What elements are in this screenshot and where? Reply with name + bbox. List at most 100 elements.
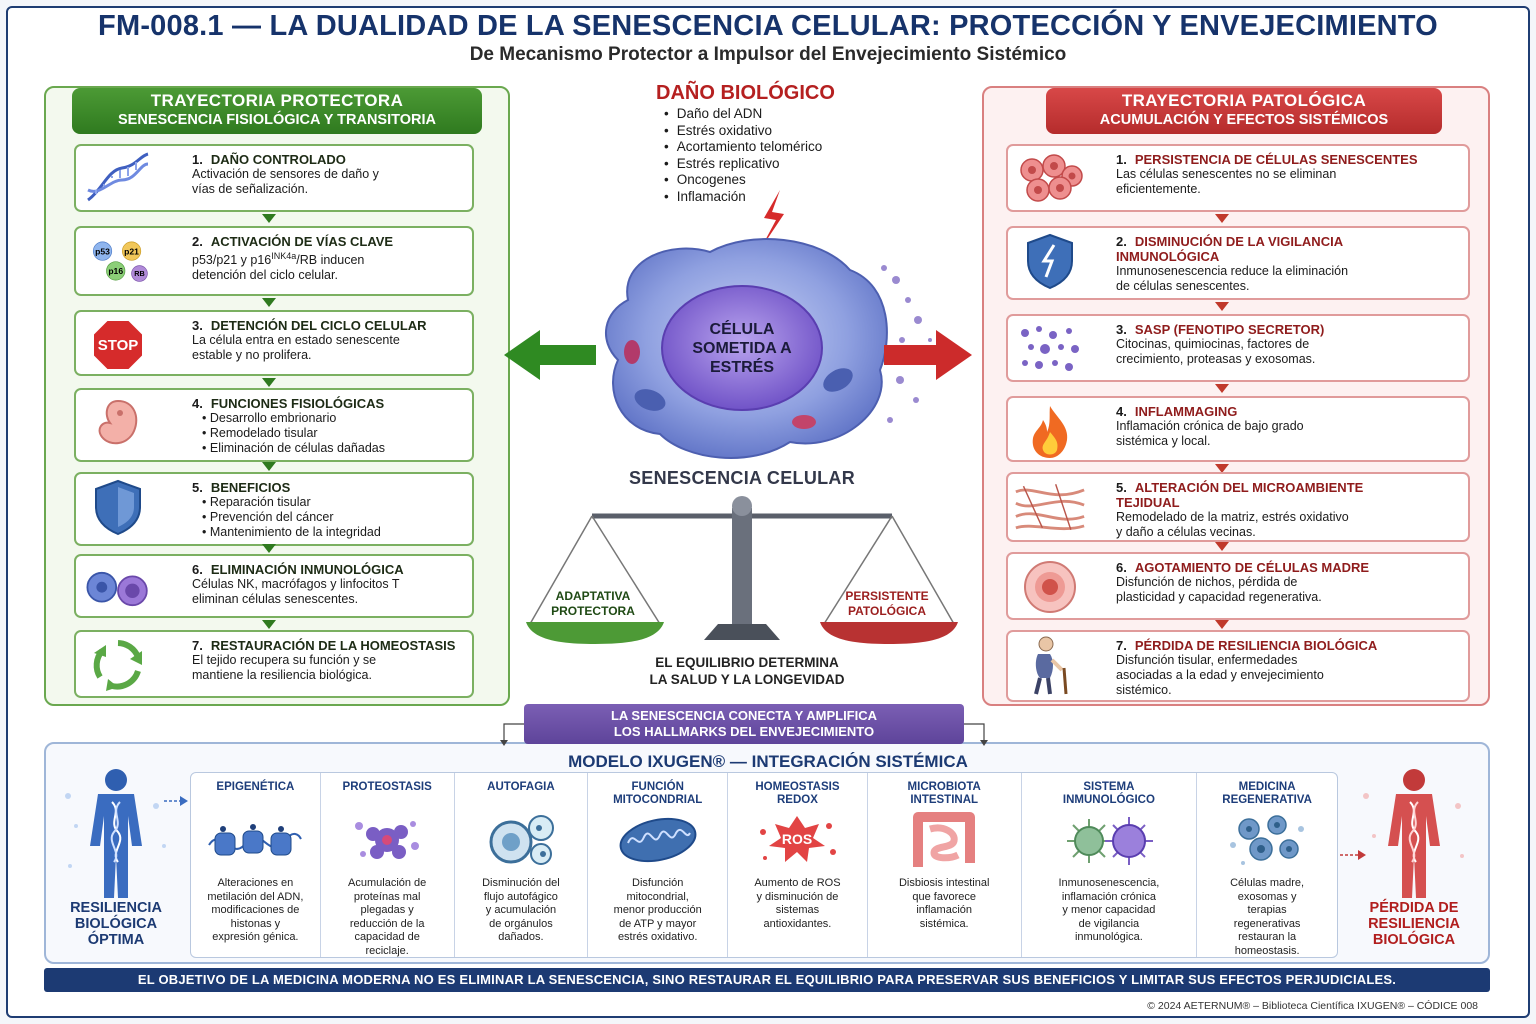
hallmarks-connect-banner: LA SENESCENCIA CONECTA Y AMPLIFICA LOS H… [524, 704, 964, 744]
protective-title: TRAYECTORIA PROTECTORA [150, 91, 404, 110]
senescence-title: SENESCENCIA CELULAR [628, 468, 856, 488]
svg-text:ROS: ROS [782, 831, 812, 847]
secretion-dots-icon [1014, 320, 1086, 378]
step-bullet: • Reparación tisular [202, 495, 311, 509]
lightning-icon [760, 190, 784, 250]
protective-step-5: 5.BENEFICIOS • Reparación tisular • Prev… [74, 472, 474, 546]
footer-statement: EL OBJETIVO DE LA MEDICINA MODERNA NO ES… [44, 968, 1490, 992]
step-bullet: • Mantenimiento de la integridad [202, 525, 381, 539]
adaptive-pan-label: ADAPTATIVA PROTECTORA [551, 589, 635, 618]
damage-list: Daño del ADN Estrés oxidativo Acortamien… [664, 106, 823, 206]
step-desc-line: detención del ciclo celular. [192, 268, 338, 283]
damage-item: Estrés oxidativo [664, 123, 822, 140]
step-number: 2. [192, 234, 203, 249]
arrow-right-icon [1340, 850, 1366, 860]
step-number: 6. [192, 562, 203, 577]
step-desc-line: Células NK, macrófagos y linfocitos T [192, 577, 400, 591]
cell-label: CÉLULA SOMETIDA A ESTRÉS [692, 321, 792, 376]
arrow-right-icon [164, 796, 188, 806]
step-number: 3. [1116, 322, 1127, 337]
step-number: 2. [1116, 234, 1127, 249]
step-desc-line: Inmunosenescencia reduce la eliminación [1116, 264, 1349, 278]
step-desc-line: La célula entra en estado senescente [192, 333, 400, 347]
pathologic-step-3: 3.SASP (FENOTIPO SECRETOR) Citocinas, qu… [1006, 314, 1470, 382]
recycle-icon [82, 636, 154, 694]
step-title: AGOTAMIENTO DE CÉLULAS MADRE [1134, 560, 1370, 575]
step-number: 5. [192, 480, 203, 495]
connector-arrows [500, 723, 988, 746]
balance-scale-icon [526, 496, 958, 644]
step-number: 6. [1116, 560, 1127, 575]
mitochondria-icon [588, 803, 727, 877]
pathologic-step-6: 6.AGOTAMIENTO DE CÉLULAS MADRE Disfunció… [1006, 552, 1470, 620]
step-number: 3. [192, 318, 203, 333]
stressed-cell-illustration [504, 190, 972, 459]
step-number: 4. [1116, 404, 1127, 419]
step-desc-line: Citocinas, quimiocinas, factores de [1116, 337, 1310, 351]
shield-icon [82, 478, 154, 536]
broken-shield-icon [1014, 232, 1086, 290]
pathologic-header: TRAYECTORIA PATOLÓGICA ACUMULACIÓN Y EFE… [1046, 88, 1442, 134]
embryo-icon [82, 394, 154, 452]
step-desc-line: sistémica y local. [1116, 434, 1211, 448]
step-number: 5. [1116, 480, 1127, 495]
step-desc-line: Las células senescentes no se eliminan [1116, 167, 1337, 181]
protective-step-1: 1.DAÑO CONTROLADO Activación de sensores… [74, 144, 474, 212]
step-number: 4. [192, 396, 203, 411]
step-desc-line: sistémico. [1116, 683, 1172, 697]
step-title: ELIMINACIÓN INMUNOLÓGICA [210, 562, 404, 577]
regenerative-cells-icon [1197, 803, 1337, 877]
step-title: DISMINUCIÓN DE LA VIGILANCIA [1134, 234, 1344, 249]
pathologic-step-2: 2. DISMINUCIÓN DE LA VIGILANCIA INMUNOLÓG… [1006, 226, 1470, 300]
step-desc-line: Remodelado de la matriz, estrés oxidativ… [1116, 510, 1349, 524]
pathologic-step-7: 7.PÉRDIDA DE RESILIENCIA BIOLÓGICA Disfu… [1006, 630, 1470, 702]
step-bullet: • Prevención del cáncer [202, 510, 334, 524]
pathway-proteins-icon: p53 p21 p16 RB [82, 232, 154, 290]
step-bullet: • Remodelado tisular [202, 426, 318, 440]
protective-step-4: 4.FUNCIONES FISIOLÓGICAS • Desarrollo em… [74, 388, 474, 462]
immune-cells-icon [82, 560, 154, 618]
flow-arrow [1215, 302, 1229, 311]
protein-label: p21 [124, 246, 139, 256]
flow-arrow [1215, 464, 1229, 473]
flow-arrow [262, 462, 276, 471]
step-title-cont: INMUNOLÓGICA [1116, 249, 1220, 264]
step-title-cont: TEJIDUAL [1116, 495, 1180, 510]
page-title: FM-008.1 — LA DUALIDAD DE LA SENESCENCIA… [98, 10, 1438, 42]
damage-item: Oncogenes [664, 172, 822, 189]
intestine-icon [868, 803, 1021, 877]
page-subtitle: De Mecanismo Protector a Impulsor del En… [469, 44, 1067, 65]
step-number: 1. [192, 152, 203, 167]
step-bullet: • Eliminación de células dañadas [202, 441, 385, 455]
step-title: RESTAURACIÓN DE LA HOMEOSTASIS [210, 638, 456, 653]
flow-arrow [1215, 384, 1229, 393]
flow-arrow [1215, 620, 1229, 629]
immune-virus-icon [1022, 803, 1197, 877]
flow-arrow [1215, 542, 1229, 551]
step-desc-line: El tejido recupera su función y se [192, 653, 377, 667]
step-desc-line: eficientemente. [1116, 182, 1201, 196]
optimal-resilience-label: RESILIENCIA BIOLÓGICA ÓPTIMA [70, 900, 162, 948]
autophagosome-icon [455, 803, 588, 877]
flow-arrow [262, 544, 276, 553]
damage-item: Inflamación [664, 189, 822, 206]
balance-text: EL EQUILIBRIO DETERMINA LA SALUD Y LA LO… [649, 655, 845, 687]
step-title: DAÑO CONTROLADO [210, 152, 346, 167]
flow-arrow [262, 298, 276, 307]
pathologic-subtitle: ACUMULACIÓN Y EFECTOS SISTÉMICOS [1099, 112, 1389, 128]
tissue-fibers-icon [1014, 478, 1086, 536]
pathologic-step-1: 1.PERSISTENCIA DE CÉLULAS SENESCENTES La… [1006, 144, 1470, 212]
